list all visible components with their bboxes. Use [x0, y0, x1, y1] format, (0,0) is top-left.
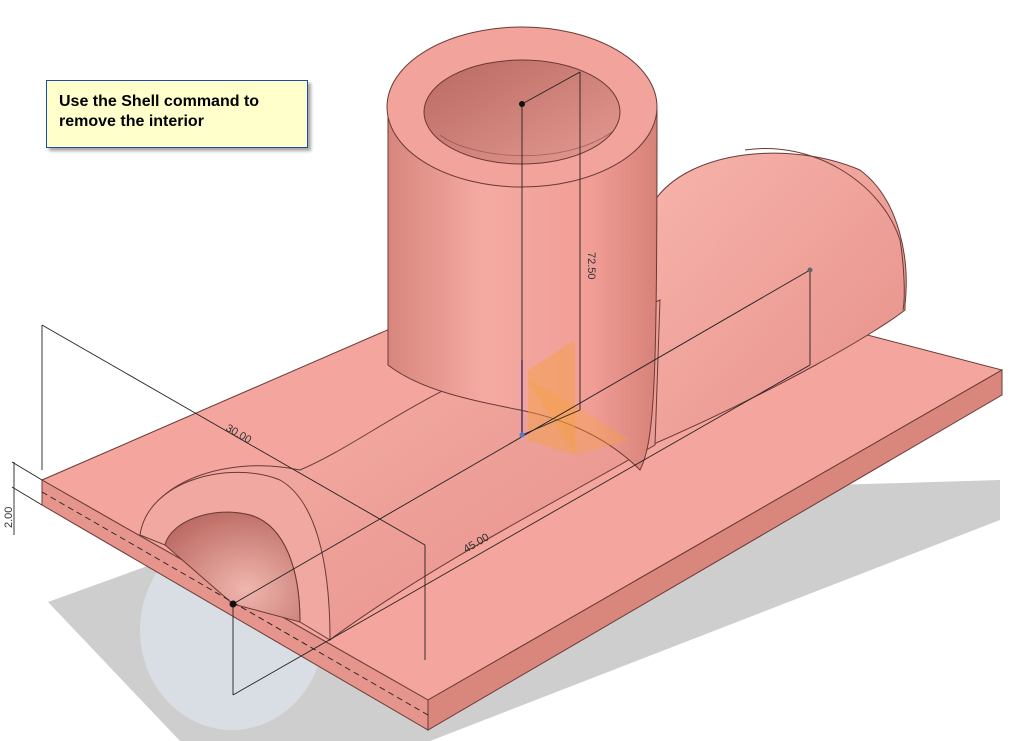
- tooltip-box: Use the Shell command to remove the inte…: [46, 80, 308, 148]
- tooltip-text: Use the Shell command to remove the inte…: [59, 93, 260, 130]
- half-pipe-far-end: [744, 148, 905, 311]
- vertical-tube-bore-floor: [439, 131, 613, 157]
- base-plate-right-face: [427, 369, 1003, 731]
- dimension-thickness-label: 2.00: [3, 507, 15, 528]
- dimension-point-top: [519, 101, 525, 107]
- origin-plane-indicator-2: [528, 380, 630, 455]
- dimension-height-label: 72.50: [585, 252, 597, 280]
- vertical-tube-body: [387, 109, 658, 471]
- dimension-point-origin: [519, 432, 525, 438]
- half-pipe-far: [639, 152, 907, 451]
- dimension-point-tunnel: [229, 600, 237, 608]
- tunnel-interior: [164, 511, 301, 623]
- dimension-point-far: [807, 267, 813, 273]
